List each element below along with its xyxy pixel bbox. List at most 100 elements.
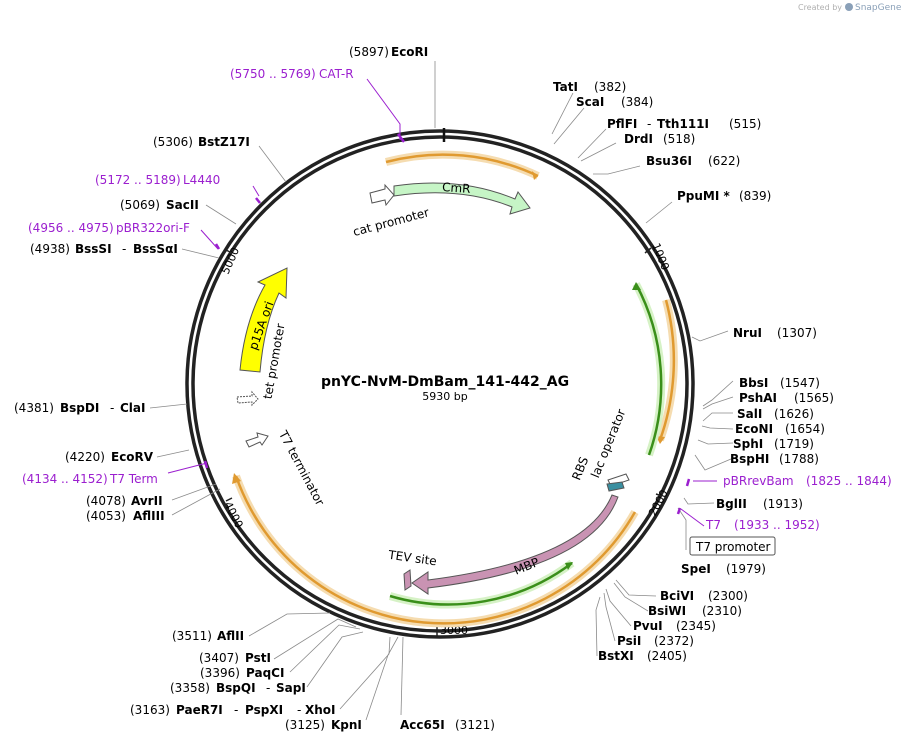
site-position: (2310) bbox=[702, 604, 742, 618]
site-position: (3396) bbox=[200, 666, 240, 680]
primer-range: (5750 .. 5769) bbox=[230, 67, 316, 81]
feature-mbp bbox=[411, 494, 619, 595]
site-name: Acc65I bbox=[400, 718, 445, 732]
backbone-outer bbox=[185, 129, 695, 639]
site-name: SpeI bbox=[681, 562, 711, 576]
credit: Created by SnapGene bbox=[798, 3, 902, 13]
svg-text:-: - bbox=[266, 681, 270, 695]
backbone-inner bbox=[191, 135, 689, 633]
site-name: ScaI bbox=[576, 95, 604, 109]
site-name: BstXI bbox=[598, 649, 634, 663]
orf-arrowhead bbox=[232, 473, 241, 484]
orf-arcs bbox=[232, 150, 678, 628]
site-name: SapI bbox=[276, 681, 306, 695]
site-name: PvuI bbox=[633, 619, 663, 633]
site-name: BspHI bbox=[730, 452, 769, 466]
site-name: PpuMI * bbox=[677, 189, 731, 203]
site-position: (839) bbox=[739, 189, 771, 203]
site-position: (1307) bbox=[777, 326, 817, 340]
site-labels: (5897) EcoRI TatI (382) ScaI (384) PflFI… bbox=[14, 45, 834, 732]
site-position: (382) bbox=[594, 80, 626, 94]
site-position: (3125) bbox=[285, 718, 325, 732]
tick-label: 5000 bbox=[219, 245, 242, 276]
primer-range: (5172 .. 5189) bbox=[95, 173, 181, 187]
feature-tet-promoter bbox=[236, 390, 259, 407]
primer-mark bbox=[255, 197, 261, 204]
feature-label-cat-promoter: cat promoter bbox=[351, 205, 430, 239]
site-position: (1547) bbox=[780, 376, 820, 390]
site-name: NruI bbox=[733, 326, 762, 340]
orf-arc-green-right bbox=[634, 283, 663, 456]
tick-mark bbox=[644, 247, 652, 254]
site-position: (4220) bbox=[65, 450, 105, 464]
site-position: (1626) bbox=[774, 407, 814, 421]
primer-range: (4134 .. 4152) bbox=[22, 472, 108, 486]
site-name: Tth111I bbox=[657, 117, 709, 131]
site-name: AflII bbox=[217, 629, 244, 643]
site-position: (622) bbox=[708, 154, 740, 168]
site-name: PshAI bbox=[739, 391, 777, 405]
site-name: BstZ17I bbox=[198, 135, 250, 149]
primer-mark bbox=[685, 478, 691, 487]
site-name: EcoNI bbox=[735, 422, 773, 436]
site-position: (4053) bbox=[86, 509, 126, 523]
svg-text:-: - bbox=[647, 117, 651, 131]
primer-range: (4956 .. 4975) bbox=[28, 221, 114, 235]
site-name: PsiI bbox=[617, 634, 641, 648]
feature-label-mbp: MBP bbox=[512, 555, 541, 578]
feature-t7-terminator bbox=[245, 432, 269, 448]
svg-text:-: - bbox=[110, 401, 114, 415]
orf-arrowhead bbox=[532, 171, 538, 180]
site-name: KpnI bbox=[331, 718, 362, 732]
orf-arc-green-bottom bbox=[389, 562, 573, 606]
primer-range: (1933 .. 1952) bbox=[734, 518, 820, 532]
site-name: SalI bbox=[737, 407, 762, 421]
svg-text:-: - bbox=[297, 703, 301, 717]
site-position: (1565) bbox=[794, 391, 834, 405]
plasmid-length: 5930 bp bbox=[422, 390, 467, 403]
site-name: PspXI bbox=[245, 703, 283, 717]
tick-mark bbox=[225, 249, 233, 254]
site-position: (3511) bbox=[172, 629, 212, 643]
site-name: SphI bbox=[733, 437, 763, 451]
site-name: AvrII bbox=[131, 494, 163, 508]
feature-label-tev-site: TEV site bbox=[387, 548, 438, 569]
site-name: BglII bbox=[716, 497, 747, 511]
snapgene-logo-icon bbox=[845, 3, 853, 11]
feature-label-lac-operator: lac operator bbox=[588, 407, 628, 480]
primer-mark bbox=[397, 133, 405, 143]
t7-promoter-label: T7 promoter bbox=[689, 536, 776, 556]
site-name: SacII bbox=[166, 198, 199, 212]
feature-rbs bbox=[606, 481, 625, 492]
feature-cmr bbox=[393, 182, 531, 215]
site-name: TatI bbox=[553, 80, 578, 94]
site-position: (2300) bbox=[708, 589, 748, 603]
t7-promoter-box bbox=[689, 536, 776, 556]
primer-name: pBRrevBam bbox=[723, 474, 794, 488]
plasmid-name: pnYC-NvM-DmBam_141-442_AG bbox=[321, 374, 569, 390]
feature-cat-promoter bbox=[369, 183, 395, 207]
primer-range: (1825 .. 1844) bbox=[806, 474, 892, 488]
primer-name: T7 bbox=[705, 518, 721, 532]
site-position: (5306) bbox=[153, 135, 193, 149]
site-position: (1719) bbox=[774, 437, 814, 451]
orf-arc-cmr bbox=[385, 153, 539, 178]
site-position: (3407) bbox=[199, 651, 239, 665]
site-position: (5897) bbox=[349, 45, 389, 59]
site-position: (3358) bbox=[170, 681, 210, 695]
site-position: (384) bbox=[621, 95, 653, 109]
feature-p15a-ori bbox=[239, 267, 288, 373]
site-name: BsiWI bbox=[648, 604, 686, 618]
primer-mark bbox=[203, 460, 209, 469]
primer-labels: (5750 .. 5769) CAT-R (5172 .. 5189) L444… bbox=[22, 67, 892, 532]
site-name: EcoRI bbox=[391, 45, 428, 59]
site-position: (4078) bbox=[86, 494, 126, 508]
tick-mark bbox=[655, 493, 663, 497]
site-position: (1788) bbox=[779, 452, 819, 466]
site-position: (2372) bbox=[654, 634, 694, 648]
site-leaders bbox=[149, 61, 734, 721]
site-name: PaeR7I bbox=[176, 703, 223, 717]
feature-label-rbs: RBS bbox=[569, 455, 591, 482]
feature-label-t7-promoter: T7 promoter bbox=[695, 540, 771, 554]
